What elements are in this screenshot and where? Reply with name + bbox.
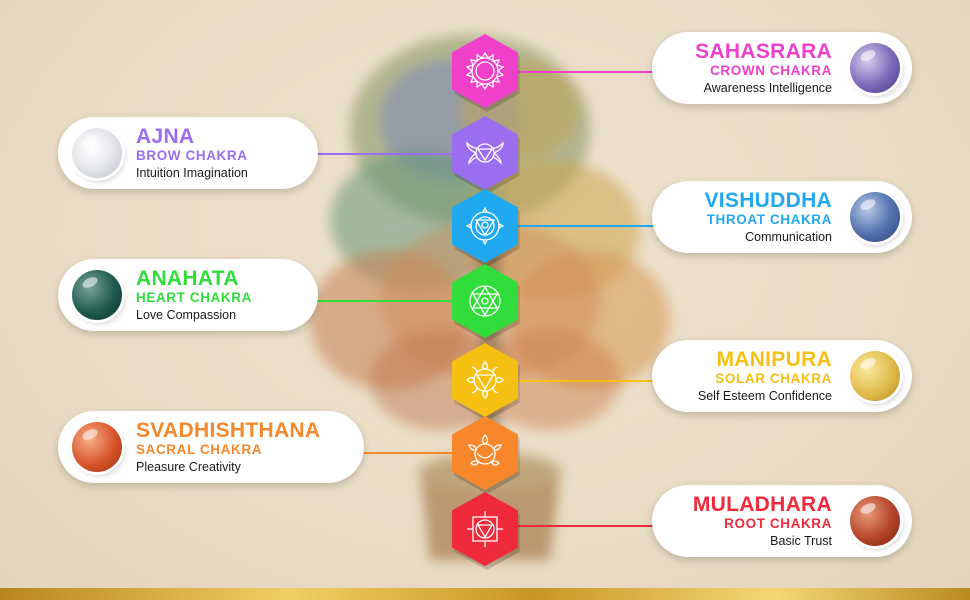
chakra-description: Self Esteem Confidence — [697, 389, 832, 403]
chakra-subtitle: ROOT CHAKRA — [724, 516, 832, 531]
brow-connector — [303, 153, 453, 155]
chakra-name: SVADHISHTHANA — [136, 419, 321, 442]
chakra-subtitle: SACRAL CHAKRA — [136, 442, 263, 457]
green-jade-stone-icon — [72, 270, 122, 320]
gem-tree-background — [310, 35, 670, 560]
chakra-subtitle: SOLAR CHAKRA — [715, 371, 832, 386]
chakra-description: Awareness Intelligence — [703, 81, 832, 95]
chakra-name: ANAHATA — [136, 267, 239, 290]
clear-quartz-stone-icon — [72, 128, 122, 178]
heart-chakra-icon — [452, 264, 518, 338]
chakra-subtitle: THROAT CHAKRA — [706, 212, 832, 227]
amethyst-stone-icon — [850, 43, 900, 93]
yellow-jasper-stone-icon — [850, 351, 900, 401]
chakra-name: VISHUDDHA — [704, 189, 832, 212]
throat-connector — [518, 225, 668, 227]
chakra-name: MULADHARA — [692, 493, 832, 516]
gold-footer-bar — [0, 588, 970, 600]
chakra-subtitle: HEART CHAKRA — [136, 290, 252, 305]
carnelian-stone-icon — [72, 422, 122, 472]
red-jasper-stone-icon — [850, 496, 900, 546]
chakra-description: Intuition Imagination — [136, 166, 248, 180]
chakra-card-svadhishthana: SVADHISHTHANA SACRAL CHAKRA Pleasure Cre… — [58, 411, 364, 483]
crown-connector — [518, 71, 668, 73]
chakra-card-muladhara: MULADHARA ROOT CHAKRA Basic Trust — [652, 485, 912, 557]
sacral-chakra-icon — [452, 416, 518, 490]
chakra-card-ajna: AJNA BROW CHAKRA Intuition Imagination — [58, 117, 318, 189]
lapis-stone-icon — [850, 192, 900, 242]
chakra-card-manipura: MANIPURA SOLAR CHAKRA Self Esteem Confid… — [652, 340, 912, 412]
chakra-name: MANIPURA — [716, 348, 832, 371]
solar-chakra-icon — [452, 343, 518, 417]
chakra-subtitle: CROWN CHAKRA — [710, 63, 832, 78]
chakra-card-vishuddha: VISHUDDHA THROAT CHAKRA Communication — [652, 181, 912, 253]
root-connector — [518, 525, 668, 527]
chakra-description: Basic Trust — [770, 534, 832, 548]
chakra-description: Pleasure Creativity — [136, 460, 241, 474]
heart-connector — [303, 300, 453, 302]
chakra-card-sahasrara: SAHASRARA CROWN CHAKRA Awareness Intelli… — [652, 32, 912, 104]
chakra-subtitle: BROW CHAKRA — [136, 148, 248, 163]
chakra-name: AJNA — [136, 125, 195, 148]
solar-connector — [518, 380, 668, 382]
chakra-description: Communication — [745, 230, 832, 244]
sacral-connector — [303, 452, 453, 454]
chakra-card-anahata: ANAHATA HEART CHAKRA Love Compassion — [58, 259, 318, 331]
chakra-name: SAHASRARA — [695, 40, 832, 63]
chakra-description: Love Compassion — [136, 308, 237, 322]
